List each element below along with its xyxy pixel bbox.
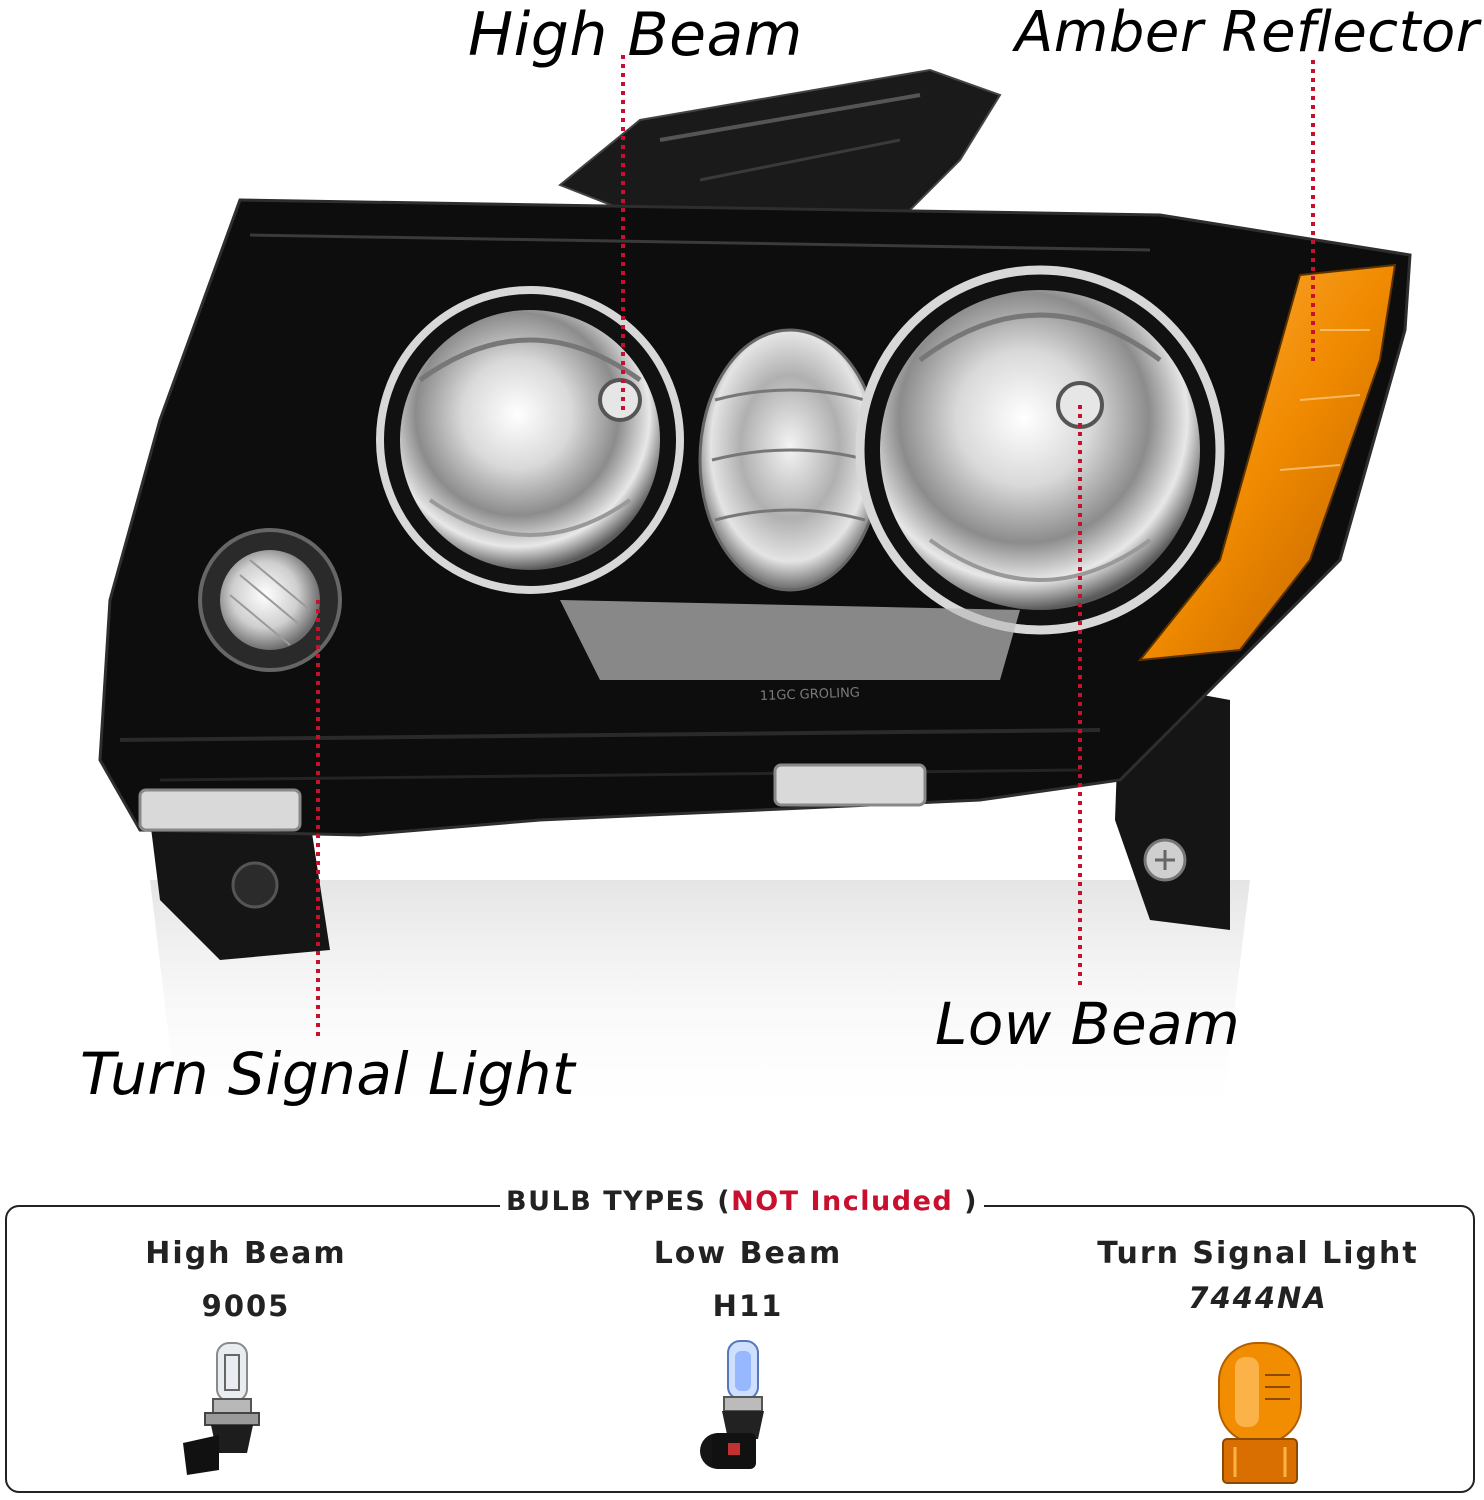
lower-chrome-reflector bbox=[560, 600, 1020, 680]
open-paren: ( bbox=[717, 1186, 732, 1217]
floor-reflection bbox=[150, 880, 1250, 1130]
low-beam-reflector bbox=[855, 265, 1225, 635]
close-paren: ) bbox=[964, 1186, 978, 1217]
amber-reflector-callout: Amber Reflector bbox=[1015, 0, 1480, 65]
bulb-item-high-beam: High Beam 9005 bbox=[46, 1236, 446, 1323]
lower-clear-tab bbox=[138, 788, 302, 832]
bulb-item-low-beam: Low Beam H11 bbox=[548, 1236, 948, 1323]
bulb-item-name: High Beam bbox=[145, 1236, 347, 1271]
high-beam-reflector bbox=[376, 286, 684, 594]
bulb-item-code: 9005 bbox=[201, 1289, 291, 1323]
amber-side-reflector bbox=[1137, 263, 1397, 662]
bulb-types-title: BULB TYPES (NOT Included ) bbox=[500, 1186, 984, 1217]
bulb-item-name: Low Beam bbox=[653, 1236, 843, 1271]
low-beam-callout: Low Beam bbox=[935, 990, 1241, 1058]
not-included-warning: NOT Included bbox=[731, 1186, 954, 1217]
bulb-item-turn-signal: Turn Signal Light 7444NA bbox=[1058, 1236, 1458, 1315]
bulb-item-code: H11 bbox=[712, 1289, 784, 1323]
amber-wedge-bulb-icon bbox=[1218, 1342, 1302, 1484]
leader-lines bbox=[316, 55, 1315, 1040]
bulb-types-heading: BULB TYPES bbox=[506, 1186, 707, 1217]
halogen-h11-blue-bulb-icon bbox=[700, 1340, 764, 1469]
turn-signal-callout: Turn Signal Light bbox=[80, 1040, 576, 1108]
bulb-item-name: Turn Signal Light bbox=[1097, 1236, 1419, 1271]
headlight-product-image: 11GC GROLING bbox=[98, 55, 1412, 1130]
bulb-item-code: 7444NA bbox=[1188, 1281, 1328, 1315]
housing-marking: 11GC GROLING bbox=[760, 686, 861, 704]
halogen-9005-bulb-icon bbox=[183, 1342, 260, 1475]
center-clear-tab bbox=[773, 763, 927, 807]
high-beam-callout: High Beam bbox=[468, 0, 803, 70]
turn-signal-lens bbox=[198, 528, 342, 672]
center-chrome-cylinder bbox=[698, 328, 882, 592]
